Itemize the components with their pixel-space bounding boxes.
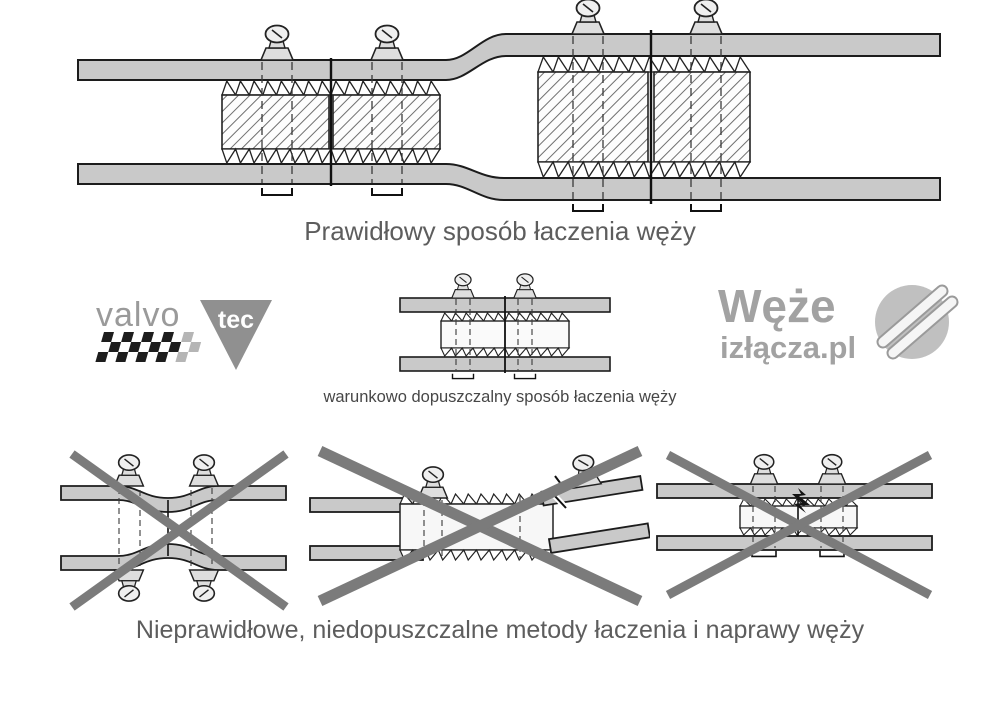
prohibition-cross-icon (317, 446, 643, 606)
barb-serration-top (440, 311, 571, 323)
correct-connection-diagram (77, 0, 941, 212)
valvotec-logo: valvo tec (95, 296, 272, 370)
hose-clamp-icon (817, 453, 847, 485)
barb-serration-top-left (221, 79, 442, 97)
hose-clamp-icon (571, 0, 605, 35)
hose-clamp-icon (370, 24, 404, 61)
valvotec-triangle-text: tec (218, 306, 254, 334)
incorrect-method-3-diagram (656, 451, 933, 599)
hidden-contour-lines (261, 36, 722, 199)
deformed-lower-wall (60, 543, 287, 571)
weze-wordmark-line1: Węże (718, 282, 836, 332)
incorrect-method-1-diagram (60, 450, 289, 611)
clamp-bracket-icon (572, 203, 604, 212)
hose-clamp-icon (260, 24, 294, 61)
hose-clamp-icon (188, 569, 220, 602)
valvotec-triangle-icon (200, 300, 272, 370)
barb-serration-bottom-right (537, 160, 752, 179)
barb-serration-top-right (537, 55, 752, 74)
damage-crack-icon (792, 488, 810, 513)
lower-hose-wall (656, 535, 933, 551)
fitting-body (537, 71, 649, 163)
fitting-body (653, 71, 751, 163)
hose-clamp-icon (749, 453, 779, 485)
clamp-bracket-icon (371, 187, 403, 196)
weze-wordmark-line2: izłącza.pl (720, 330, 856, 365)
hose-clamp-icon (113, 454, 145, 487)
deformed-upper-wall (60, 485, 287, 513)
incorrect-method-2-diagram (309, 446, 650, 606)
valvotec-wordmark: valvo (96, 296, 180, 334)
lower-hose-wall (77, 163, 941, 201)
pipes-icon (876, 284, 959, 360)
conditional-connection-diagram (399, 273, 611, 380)
barb-serration-bottom-left (221, 147, 442, 165)
caption-correct-method: Prawidłowy sposób łaczenia węży (304, 216, 696, 246)
prohibition-cross-icon (665, 451, 933, 599)
fitting-body (221, 94, 330, 150)
clamp-bracket-icon (513, 373, 537, 380)
hidden-contour-lines (455, 299, 533, 370)
clamp-bracket-icon (451, 373, 475, 380)
hose-clamp-icon (689, 0, 723, 35)
fitting-body (332, 94, 441, 150)
clamp-bracket-icon (261, 187, 293, 196)
caption-incorrect-methods: Nieprawidłowe, niedopuszczalne metody ła… (135, 616, 865, 644)
upper-hose-wall (77, 33, 941, 81)
hose-clamp-icon (188, 454, 220, 487)
hose-clamp-icon (451, 273, 475, 299)
hose-clamp-icon (513, 273, 537, 299)
barb-serration-bottom (440, 346, 571, 358)
caption-conditional-method: warunkowo dopuszczalny sposób łaczenia w… (323, 388, 677, 406)
weze-izlacza-logo: Węże izłącza.pl (718, 282, 959, 365)
checkered-flag-icon (95, 332, 202, 362)
prohibition-cross-icon (69, 450, 289, 611)
clamp-bracket-icon (690, 203, 722, 212)
